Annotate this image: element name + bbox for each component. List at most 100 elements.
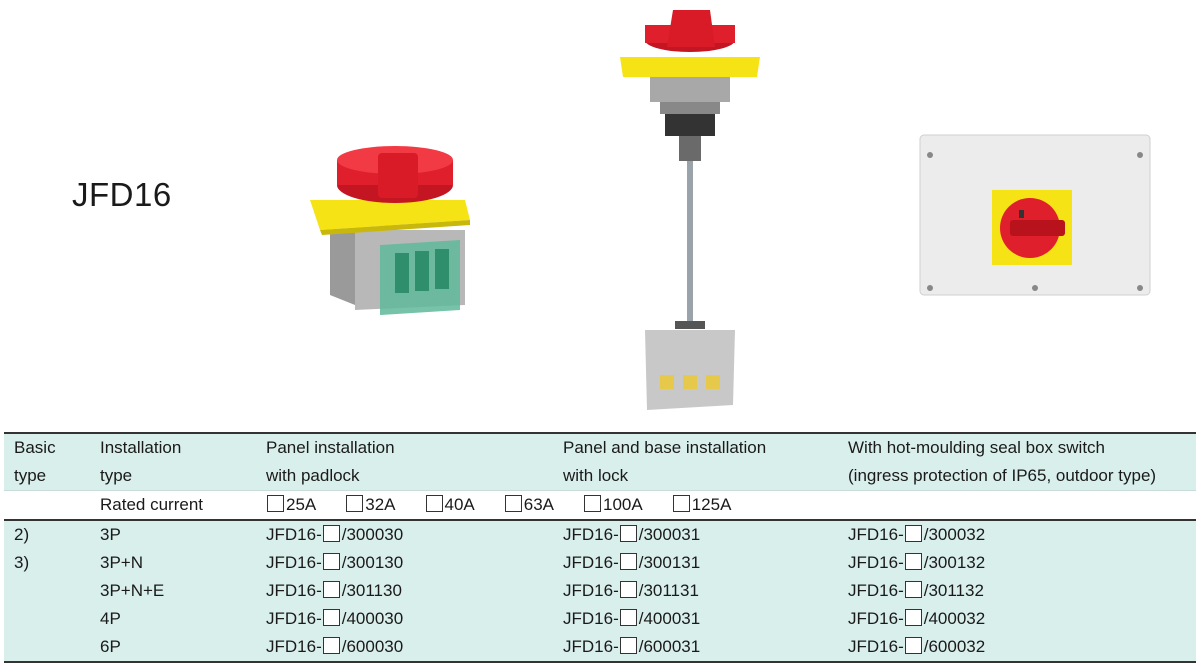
seal-box-switch-image	[919, 134, 1151, 296]
checkbox-icon[interactable]	[346, 495, 364, 512]
header-panel-base-lock: Panel and base installation with lock	[563, 432, 848, 491]
current-placeholder-box	[619, 553, 637, 570]
basic-type-cell: 3)	[4, 549, 100, 577]
installation-type-value: 6P	[100, 637, 121, 656]
seal-box-code-cell: JFD16- /301132	[848, 577, 1196, 605]
basic-type-cell	[4, 577, 100, 605]
installation-type-value: 4P	[100, 609, 121, 628]
code-suffix: /400032	[923, 609, 986, 628]
header-panel-padlock-line1: Panel installation	[266, 438, 395, 457]
code-prefix: JFD16-	[266, 553, 322, 572]
model-title: JFD16	[72, 176, 172, 213]
code-suffix: /600032	[923, 637, 986, 656]
rated-option-25a[interactable]: 25A	[266, 491, 316, 519]
installation-type-cell: 3P	[100, 520, 266, 549]
checkbox-icon[interactable]	[584, 495, 601, 512]
code-prefix: JFD16-	[563, 525, 619, 544]
padlock-code-cell: JFD16-/300130	[266, 549, 563, 577]
panel-switch-padlock-image	[310, 146, 470, 315]
code-prefix: JFD16-	[848, 581, 904, 600]
installation-type-value: 3P+N	[100, 553, 143, 572]
rated-empty-cell	[4, 490, 100, 521]
installation-type-cell: 6P	[100, 633, 266, 663]
rated-option-40a[interactable]: 40A	[425, 491, 475, 519]
base-lock-code-cell: JFD16-/301131	[563, 577, 848, 605]
code-prefix: JFD16-	[266, 581, 322, 600]
panel-base-switch-image	[620, 10, 760, 410]
header-seal-box: With hot-moulding seal box switch (ingres…	[848, 432, 1196, 491]
checkbox-icon[interactable]	[267, 495, 284, 512]
installation-type-value: 3P	[100, 525, 121, 544]
code-suffix: /600030	[341, 637, 404, 656]
rated-current-options: 25A 32A 40A 63A 100A 125A	[266, 490, 1196, 521]
basic-type-value: 3)	[14, 553, 30, 572]
current-placeholder-box	[322, 525, 340, 542]
rated-option-label: 125A	[691, 495, 732, 514]
code-suffix: /301132	[923, 581, 984, 600]
current-placeholder-box	[322, 581, 340, 598]
header-panel-base-line1: Panel and base installation	[563, 438, 767, 457]
current-placeholder-box	[322, 637, 340, 654]
rated-option-label: 63A	[523, 495, 554, 514]
seal-box-code-cell: JFD16-/300032	[848, 520, 1196, 549]
current-placeholder-box	[619, 609, 637, 626]
rated-option-63a[interactable]: 63A	[504, 491, 554, 519]
rated-current-row: Rated current 25A 32A 40A 63A 100A 125A	[4, 490, 1196, 521]
current-placeholder-box	[619, 525, 637, 542]
current-placeholder-box	[904, 525, 922, 542]
rated-option-125a[interactable]: 125A	[672, 491, 732, 519]
checkbox-icon[interactable]	[425, 495, 443, 512]
current-placeholder-box	[904, 637, 922, 654]
checkbox-icon[interactable]	[672, 495, 690, 512]
rated-option-label: 25A	[286, 495, 317, 514]
header-panel-base-line2: with lock	[563, 466, 629, 485]
code-suffix: /600031	[638, 637, 701, 656]
header-basic-line2: type	[14, 466, 47, 485]
code-prefix: JFD16-	[848, 553, 904, 572]
base-lock-code-cell: JFD16-/300131	[563, 549, 848, 577]
code-prefix: JFD16-	[266, 609, 322, 628]
code-prefix: JFD16-	[563, 637, 619, 656]
rated-option-label: 40A	[444, 495, 475, 514]
code-suffix: /301130	[341, 581, 402, 600]
base-lock-code-cell: JFD16- /400031	[563, 605, 848, 633]
current-placeholder-box	[619, 581, 637, 598]
rated-option-label: 100A	[603, 495, 643, 514]
rated-option-label: 32A	[365, 495, 396, 514]
padlock-code-cell: JFD16-/400030	[266, 605, 563, 633]
padlock-code-cell: JFD16-/600030	[266, 633, 563, 663]
checkbox-icon[interactable]	[504, 495, 522, 512]
code-prefix: JFD16-	[266, 525, 322, 544]
code-prefix: JFD16-	[848, 525, 904, 544]
header-seal-box-line2: (ingress protection of IP65, outdoor typ…	[848, 466, 1157, 485]
code-suffix: /300030	[341, 525, 404, 544]
rated-current-label: Rated current	[100, 490, 266, 521]
installation-type-cell: 3P+N	[100, 549, 266, 577]
rated-option-32a[interactable]: 32A	[345, 491, 396, 519]
header-basic-line1: Basic	[14, 438, 56, 457]
installation-type-cell: 4P	[100, 605, 266, 633]
installation-type-value: 3P+N+E	[100, 581, 165, 600]
header-seal-box-line1: With hot-moulding seal box switch	[848, 438, 1106, 457]
current-placeholder-box	[619, 637, 637, 654]
code-suffix: /400031	[638, 609, 701, 628]
seal-box-code-cell: JFD16-/300132	[848, 549, 1196, 577]
code-prefix: JFD16-	[563, 553, 619, 572]
current-placeholder-box	[904, 581, 922, 598]
code-prefix: JFD16-	[563, 609, 619, 628]
header-installation-line2: type	[100, 466, 133, 485]
code-suffix: /301131	[638, 581, 699, 600]
basic-type-cell	[4, 633, 100, 663]
seal-box-code-cell: JFD16-/600032	[848, 633, 1196, 663]
current-placeholder-box	[904, 609, 922, 626]
rated-option-100a[interactable]: 100A	[583, 491, 643, 519]
current-placeholder-box	[904, 553, 922, 570]
